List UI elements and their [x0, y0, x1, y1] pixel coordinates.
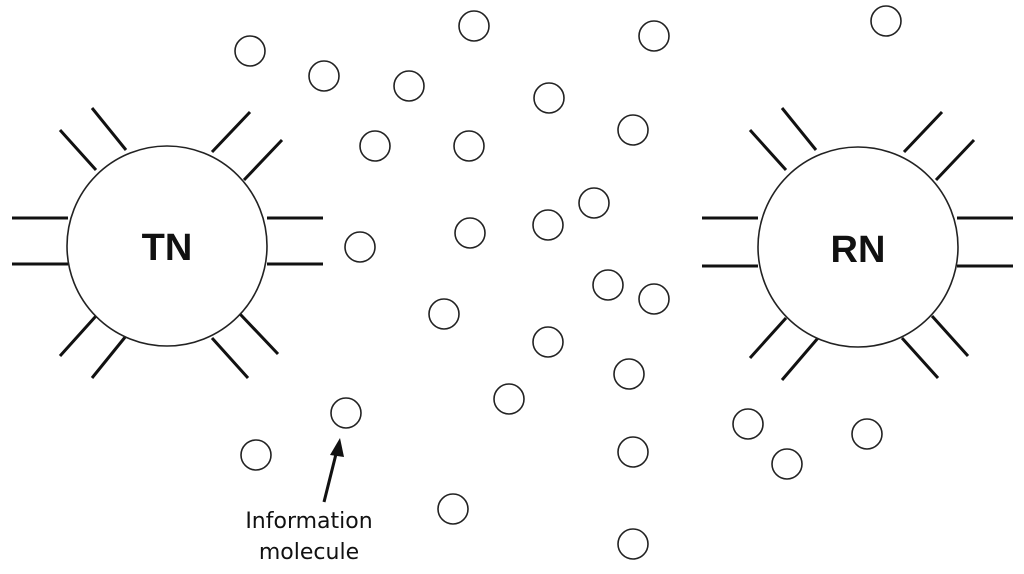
receptor [902, 110, 944, 154]
information-molecule [344, 231, 376, 263]
receptor [242, 138, 284, 182]
receptor [238, 312, 280, 356]
receptor [210, 110, 252, 154]
information-molecule [532, 209, 564, 241]
information-molecule [493, 383, 525, 415]
transmitter-cell [66, 145, 268, 347]
information-molecule [617, 114, 649, 146]
information-molecule [870, 5, 902, 37]
information-molecule [359, 130, 391, 162]
information-molecule [613, 358, 645, 390]
transmitter-receptors [12, 107, 323, 380]
information-molecule [638, 20, 670, 52]
receiver-receptors [702, 107, 1013, 381]
information-molecule [454, 217, 486, 249]
information-molecule [578, 187, 610, 219]
information-molecules [234, 5, 902, 560]
information-molecule [771, 448, 803, 480]
annotation-line-1: Information [245, 509, 372, 534]
information-molecule [532, 326, 564, 358]
information-molecule [428, 298, 460, 330]
information-molecule [234, 35, 266, 67]
arrow-head [330, 438, 344, 457]
receiver-label: RN [831, 229, 886, 271]
receiver-cell [757, 146, 959, 348]
receptor [58, 314, 98, 358]
receptor [780, 107, 818, 151]
arrow-shaft [322, 449, 339, 503]
information-molecule [240, 439, 272, 471]
receptor [780, 337, 820, 381]
information-molecule [851, 418, 883, 450]
information-molecule [308, 60, 340, 92]
information-molecule [617, 528, 649, 560]
receptor [748, 316, 788, 360]
annotation-arrow [322, 438, 344, 503]
information-molecule [437, 493, 469, 525]
receptor [900, 336, 940, 380]
information-molecule [617, 436, 649, 468]
transmitter-label: TN [142, 227, 193, 269]
information-molecule [638, 283, 670, 315]
information-molecule [393, 70, 425, 102]
information-molecule [458, 10, 490, 42]
information-molecule [533, 82, 565, 114]
receiver-node: RN [702, 107, 1013, 381]
information-molecule [592, 269, 624, 301]
information-molecule [732, 408, 764, 440]
receptor [58, 128, 98, 172]
information-molecule [453, 130, 485, 162]
receptor [210, 336, 250, 380]
receptor [930, 314, 970, 358]
receptor [90, 107, 128, 151]
receptor [90, 335, 128, 379]
receptor [934, 138, 976, 182]
annotation-line-2: molecule [259, 540, 359, 565]
transmitter-node: TN [12, 107, 323, 380]
information-molecule [330, 397, 362, 429]
receptor [748, 128, 788, 172]
